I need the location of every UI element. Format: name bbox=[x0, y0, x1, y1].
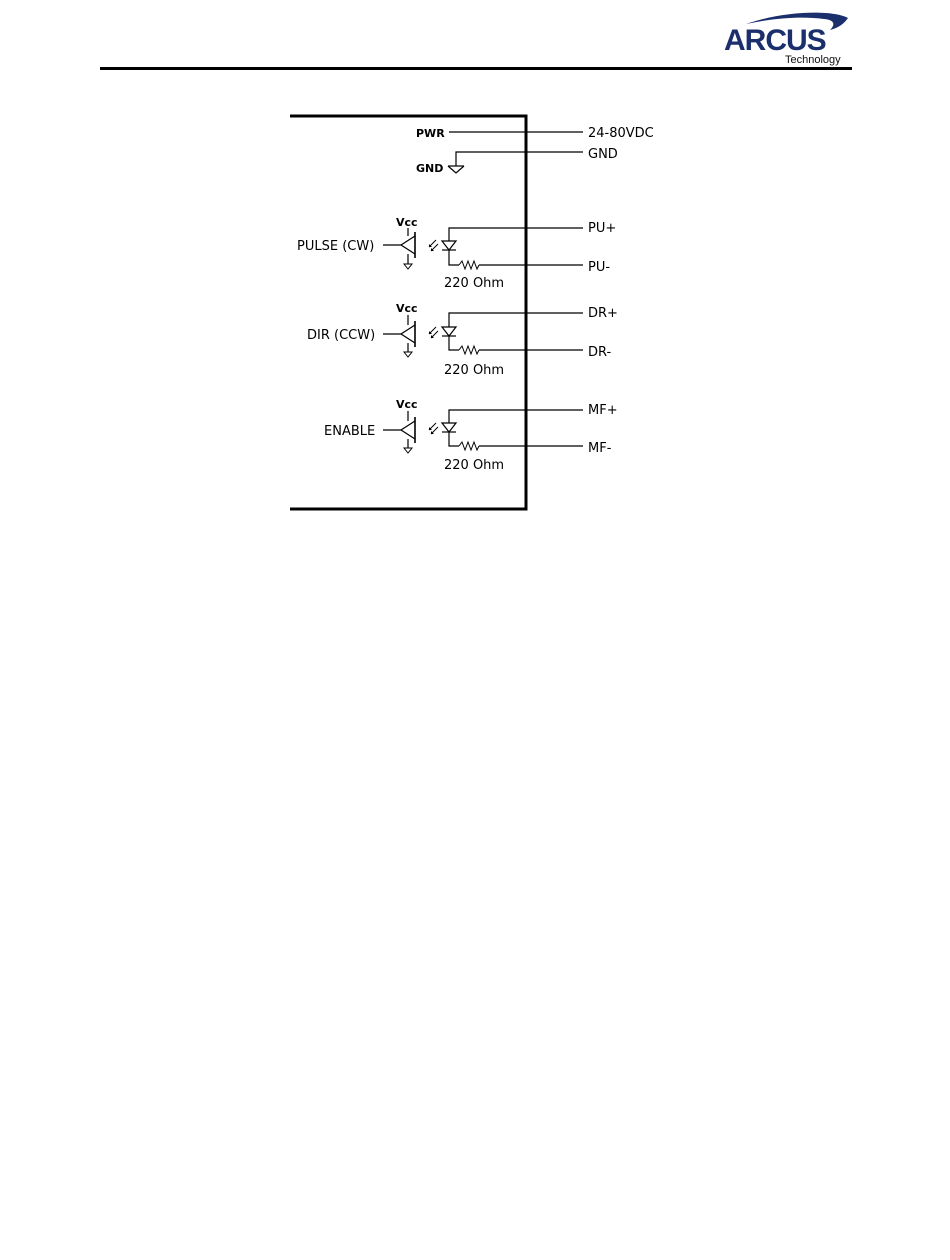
ground-connection: GND GND bbox=[416, 147, 618, 175]
vcc-label: Vcc bbox=[396, 216, 418, 229]
pwr-terminal-label: 24-80VDC bbox=[588, 126, 654, 141]
minus-terminal-label: PU- bbox=[588, 260, 610, 275]
gnd-pin-label: GND bbox=[416, 162, 443, 175]
resistor-icon bbox=[459, 346, 479, 354]
plus-terminal-label: MF+ bbox=[588, 403, 618, 418]
light-emission-icon bbox=[429, 327, 438, 338]
optocoupler-transistor-icon bbox=[401, 228, 415, 269]
light-emission-icon bbox=[429, 240, 438, 251]
ground-icon bbox=[448, 166, 464, 173]
led-diode-icon bbox=[442, 423, 456, 432]
optocoupler-transistor-icon bbox=[401, 411, 415, 453]
vcc-label: Vcc bbox=[396, 398, 418, 411]
signal-label: PULSE (CW) bbox=[297, 239, 374, 254]
led-diode-icon bbox=[442, 241, 456, 250]
power-connection: PWR 24-80VDC bbox=[416, 126, 654, 141]
plus-terminal-label: DR+ bbox=[588, 306, 618, 321]
optocoupler-transistor-icon bbox=[401, 315, 415, 357]
input-channel-pulse: Vcc PULSE (CW) 220 Ohm PU+ PU- bbox=[297, 216, 616, 291]
resistor-icon bbox=[459, 442, 479, 450]
resistor-label: 220 Ohm bbox=[444, 363, 504, 378]
vcc-label: Vcc bbox=[396, 302, 418, 315]
pwr-pin-label: PWR bbox=[416, 127, 445, 140]
gnd-terminal-label: GND bbox=[588, 147, 618, 162]
resistor-icon bbox=[459, 261, 479, 269]
light-emission-icon bbox=[429, 423, 438, 434]
signal-label: DIR (CCW) bbox=[307, 328, 375, 343]
minus-terminal-label: MF- bbox=[588, 441, 612, 456]
input-channel-enable: Vcc ENABLE 220 Ohm MF+ MF- bbox=[324, 398, 618, 473]
plus-terminal-label: PU+ bbox=[588, 221, 616, 236]
input-channel-dir: Vcc DIR (CCW) 220 Ohm DR+ DR- bbox=[307, 302, 618, 378]
resistor-label: 220 Ohm bbox=[444, 276, 504, 291]
signal-label: ENABLE bbox=[324, 424, 375, 439]
led-diode-icon bbox=[442, 327, 456, 336]
resistor-label: 220 Ohm bbox=[444, 458, 504, 473]
minus-terminal-label: DR- bbox=[588, 345, 612, 360]
